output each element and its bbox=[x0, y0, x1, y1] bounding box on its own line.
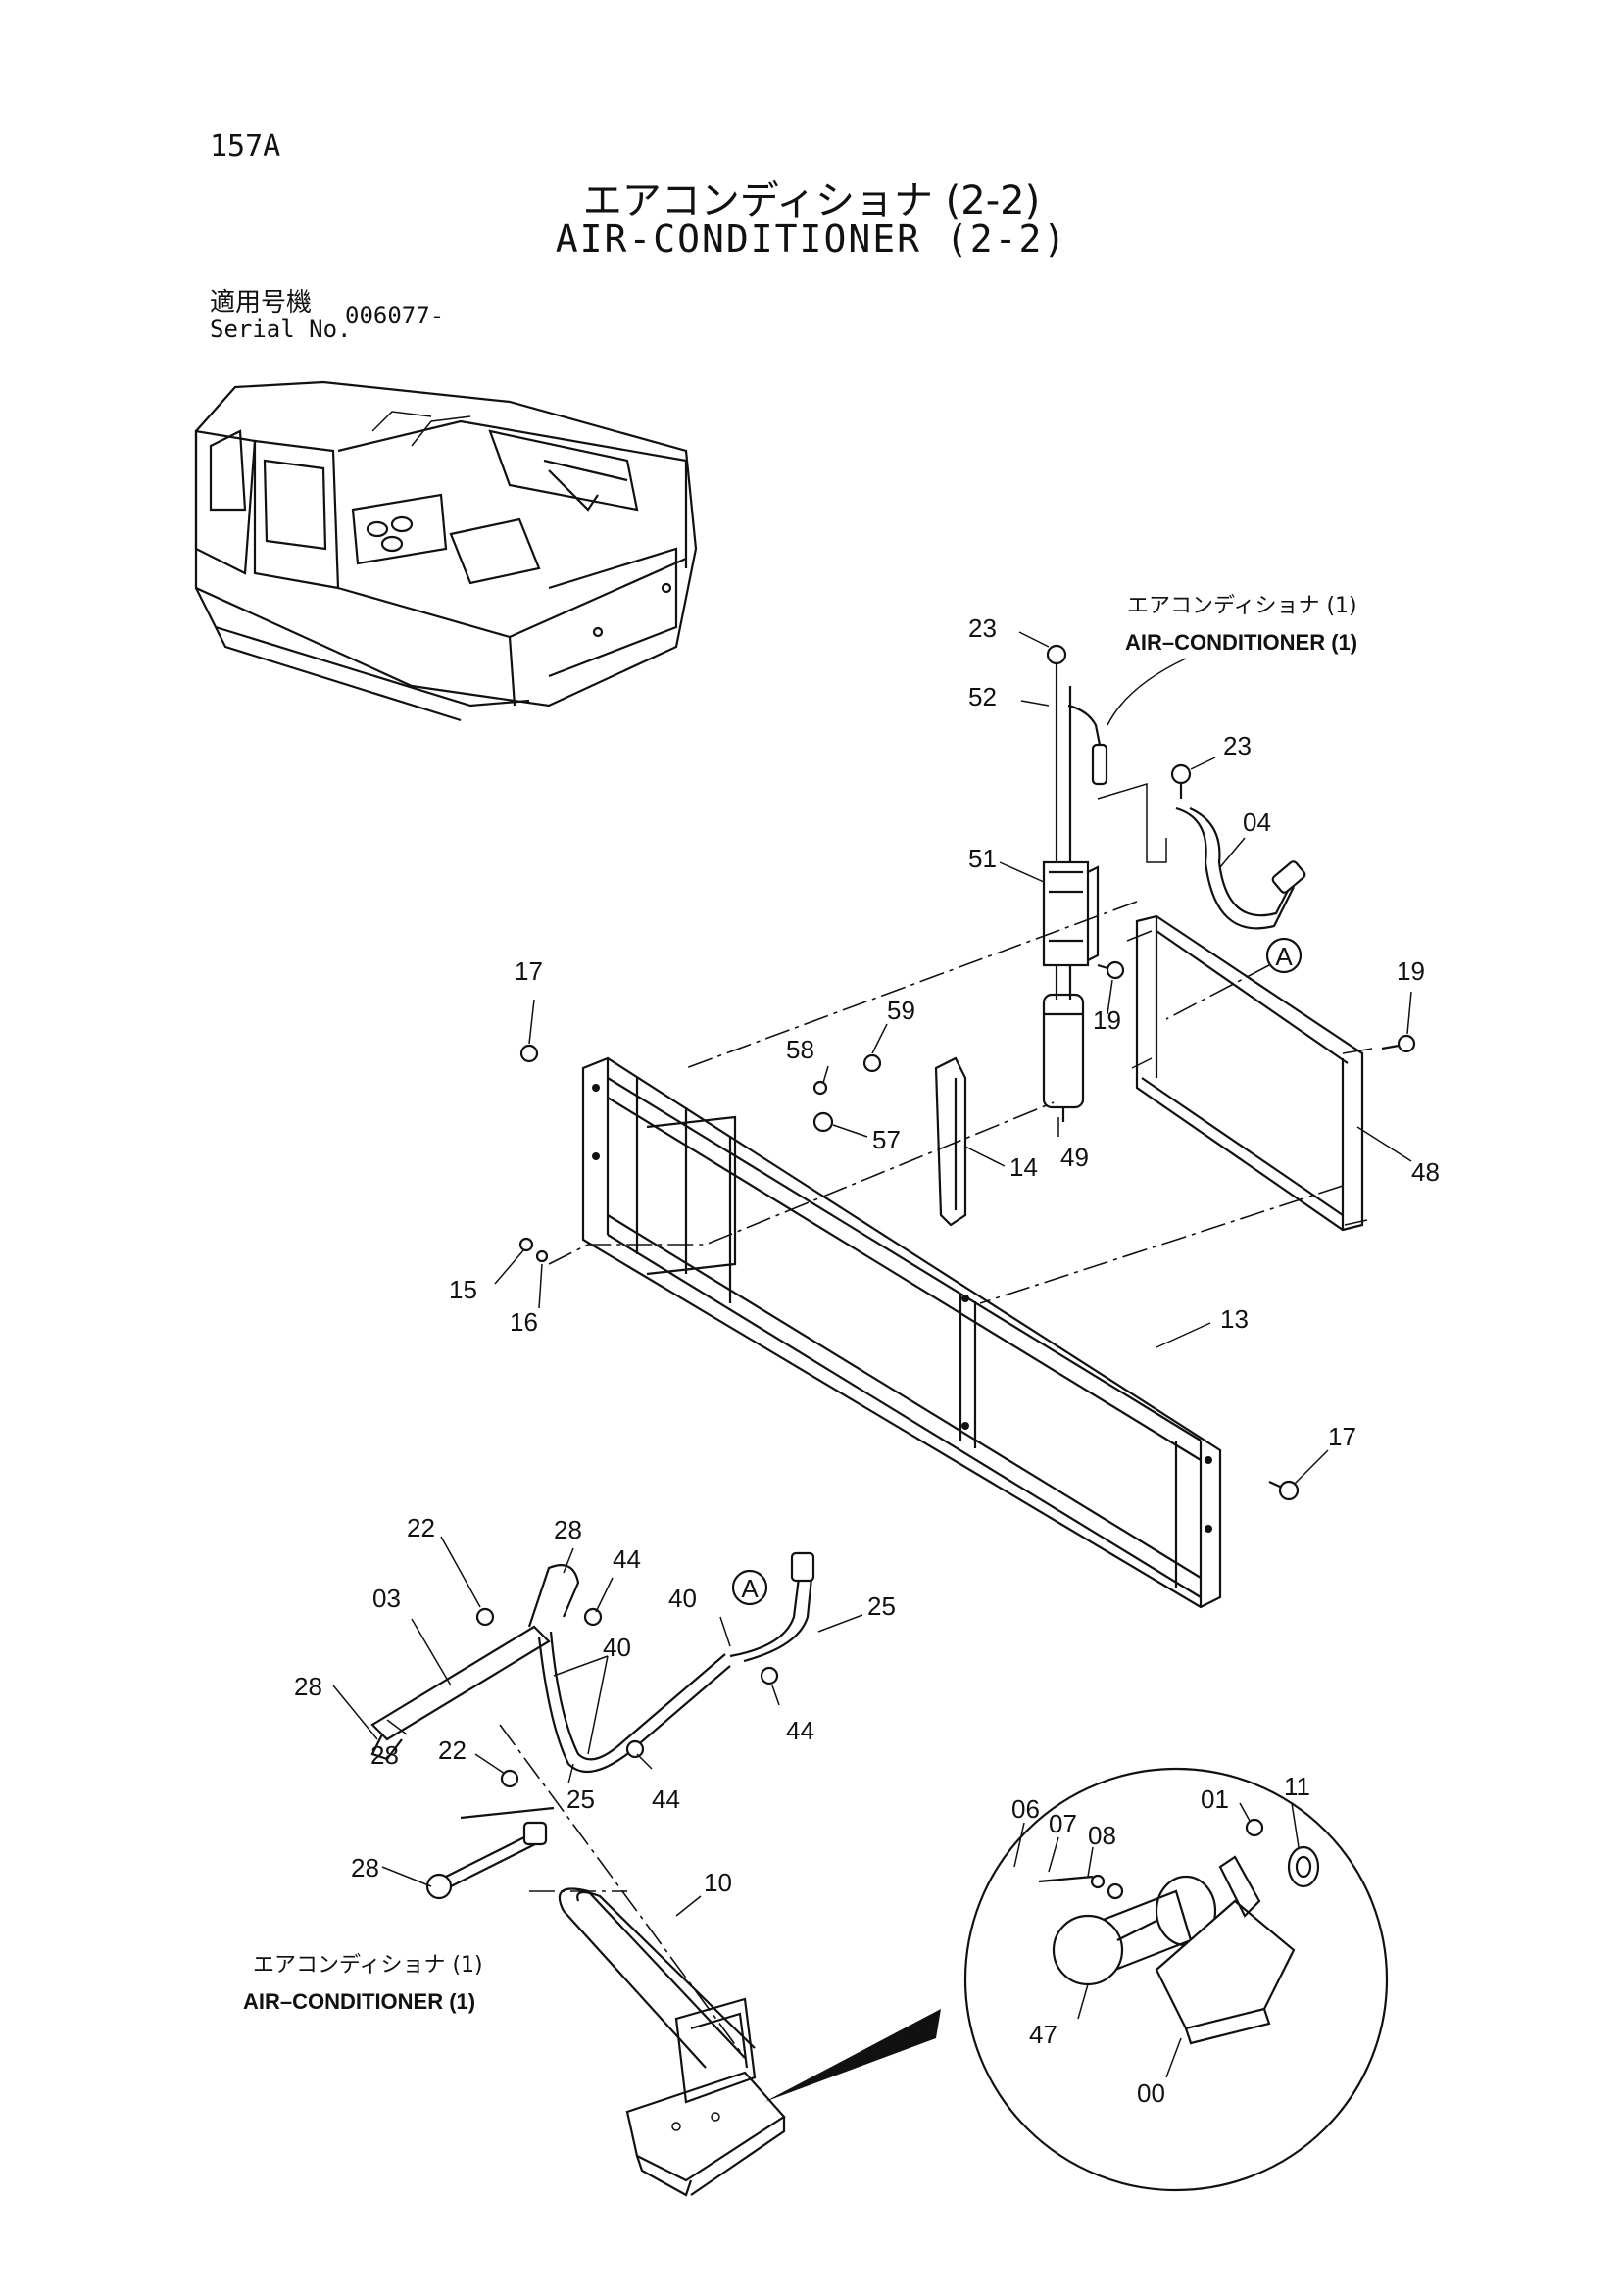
serial-label-japanese: 適用号機 bbox=[210, 288, 313, 318]
svg-text:A: A bbox=[1275, 942, 1293, 971]
part-label: 44 bbox=[786, 1716, 814, 1745]
part-label: 28 bbox=[370, 1740, 399, 1770]
excavator-overview-illustration bbox=[194, 380, 698, 722]
part-label: 22 bbox=[407, 1513, 435, 1542]
callout-upper-japanese: エアコンディショナ (1) bbox=[1127, 594, 1357, 618]
part-label: 47 bbox=[1029, 2020, 1057, 2049]
part-label: 28 bbox=[294, 1672, 322, 1701]
fasteners bbox=[518, 644, 1416, 1501]
page-title-english: AIR-CONDITIONER (2-2) bbox=[555, 218, 1068, 261]
part-label: 25 bbox=[867, 1591, 896, 1621]
part-label: 19 bbox=[1093, 1005, 1121, 1035]
serial-number-value: 006077- bbox=[345, 302, 445, 329]
part-label: 04 bbox=[1243, 807, 1271, 837]
part-label: 40 bbox=[668, 1584, 697, 1613]
part-label: 10 bbox=[704, 1868, 732, 1897]
part-number-labels: 23 52 23 04 51 17 19 19 59 58 57 49 14 4… bbox=[294, 613, 1440, 2108]
leader-lines bbox=[332, 631, 1412, 2078]
part-label: 07 bbox=[1049, 1809, 1077, 1838]
callout-lower-japanese: エアコンディショナ (1) bbox=[253, 1953, 483, 1978]
callout-lower-english: AIR–CONDITIONER (1) bbox=[243, 1989, 475, 2014]
part-label: 28 bbox=[554, 1515, 582, 1544]
reference-marker-a-lower: A bbox=[731, 1569, 768, 1606]
part-label: 01 bbox=[1201, 1784, 1229, 1814]
serial-label-english: Serial No. bbox=[210, 316, 352, 343]
part-label: 44 bbox=[652, 1784, 680, 1814]
part-label: 25 bbox=[566, 1784, 595, 1814]
detail-view-compressor bbox=[764, 1767, 1389, 2192]
part-label: 58 bbox=[786, 1035, 814, 1064]
part-label: 23 bbox=[968, 613, 997, 643]
callout-upper-english: AIR–CONDITIONER (1) bbox=[1125, 630, 1357, 655]
compressor-bracket-belt bbox=[558, 1887, 786, 2197]
part-label: 11 bbox=[1284, 1772, 1310, 1801]
bracket-14 bbox=[934, 1056, 967, 1227]
part-label: 17 bbox=[515, 956, 543, 986]
part-label: 51 bbox=[968, 844, 997, 873]
hoses-lower bbox=[370, 1551, 815, 1900]
part-label: 13 bbox=[1220, 1304, 1249, 1334]
part-label: 22 bbox=[438, 1735, 467, 1765]
part-label: 49 bbox=[1060, 1143, 1089, 1172]
part-label: 17 bbox=[1328, 1422, 1356, 1451]
page-number: 157A bbox=[210, 129, 281, 164]
part-label: 40 bbox=[603, 1633, 631, 1662]
part-label: 15 bbox=[449, 1275, 477, 1304]
part-label: 48 bbox=[1411, 1157, 1440, 1187]
part-label: 14 bbox=[1009, 1152, 1038, 1182]
part-label: 52 bbox=[968, 682, 997, 711]
reference-marker-a-upper: A bbox=[1265, 937, 1303, 974]
part-label: 59 bbox=[887, 996, 915, 1025]
svg-text:A: A bbox=[741, 1574, 759, 1603]
condenser-frame bbox=[581, 1056, 1222, 1609]
part-label: 23 bbox=[1223, 731, 1252, 760]
page-title-japanese: エアコンディショナ (2-2) bbox=[582, 178, 1041, 223]
part-label: 57 bbox=[872, 1125, 901, 1154]
part-label: 28 bbox=[351, 1853, 379, 1882]
part-label: 19 bbox=[1397, 956, 1425, 986]
part-label: 16 bbox=[510, 1307, 538, 1337]
part-label: 44 bbox=[613, 1544, 641, 1574]
part-label: 03 bbox=[372, 1584, 401, 1613]
part-label: 00 bbox=[1137, 2078, 1165, 2108]
receiver-drier bbox=[1042, 686, 1100, 1122]
part-label: 06 bbox=[1011, 1794, 1040, 1824]
condenser bbox=[1126, 914, 1373, 1232]
part-label: 08 bbox=[1088, 1821, 1116, 1850]
hoses-upper bbox=[1067, 704, 1306, 930]
